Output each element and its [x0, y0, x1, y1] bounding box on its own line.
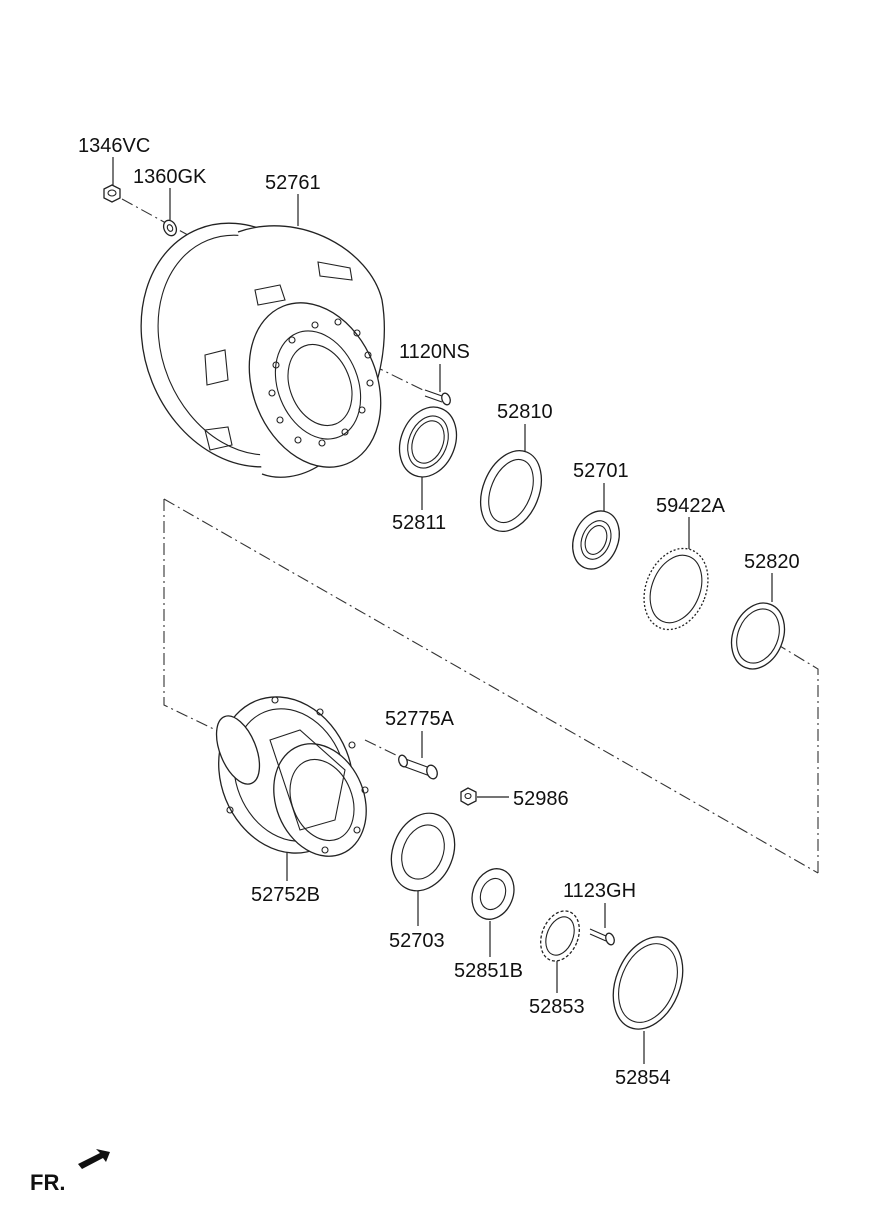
ring-52820[interactable] — [722, 595, 794, 677]
nut-1346VC[interactable] — [103, 184, 121, 203]
label-1360GK[interactable]: 1360GK — [133, 166, 207, 188]
part-labels: 1346VC 1360GK 52761 1120NS 52810 52811 5… — [78, 135, 800, 1089]
seal-52854[interactable] — [600, 927, 695, 1040]
label-52752B[interactable]: 52752B — [251, 884, 320, 906]
label-1120NS[interactable]: 1120NS — [399, 341, 470, 363]
washer-1360GK[interactable] — [161, 218, 179, 238]
label-1123GH[interactable]: 1123GH — [563, 880, 636, 902]
brake-drum-52761[interactable] — [105, 192, 404, 499]
label-1346VC[interactable]: 1346VC — [78, 135, 150, 157]
stud-holes — [268, 318, 374, 447]
label-52854[interactable]: 52854 — [615, 1067, 671, 1089]
bolt-1123GH[interactable] — [589, 928, 616, 946]
label-52701[interactable]: 52701 — [573, 460, 629, 482]
bearing-52701[interactable] — [564, 504, 627, 576]
label-52820[interactable]: 52820 — [744, 551, 800, 573]
label-52853[interactable]: 52853 — [529, 996, 585, 1018]
leader-lines — [112, 157, 773, 1064]
front-label: FR. — [30, 1170, 65, 1195]
hub-52752B[interactable] — [196, 676, 383, 873]
label-52811[interactable]: 52811 — [392, 512, 446, 534]
label-52851B[interactable]: 52851B — [454, 960, 523, 982]
nut-52986[interactable] — [460, 787, 477, 806]
seal-52811[interactable] — [389, 399, 466, 486]
bearing-cup-52810[interactable] — [469, 442, 552, 541]
label-52810[interactable]: 52810 — [497, 401, 553, 423]
tone-wheel-59422A[interactable] — [632, 539, 719, 639]
label-52775A[interactable]: 52775A — [385, 708, 455, 730]
bearing-52851B[interactable] — [465, 862, 522, 925]
label-52761[interactable]: 52761 — [265, 172, 321, 194]
bolt-1120NS[interactable] — [424, 389, 452, 406]
label-52703[interactable]: 52703 — [389, 930, 445, 952]
tone-ring-52853[interactable] — [534, 905, 587, 967]
stud-52775A[interactable] — [397, 754, 439, 780]
label-59422A[interactable]: 59422A — [656, 495, 726, 517]
seal-52703[interactable] — [380, 804, 466, 901]
front-arrow-icon — [78, 1149, 110, 1169]
label-52986[interactable]: 52986 — [513, 788, 569, 810]
front-direction-indicator: FR. — [30, 1149, 110, 1195]
